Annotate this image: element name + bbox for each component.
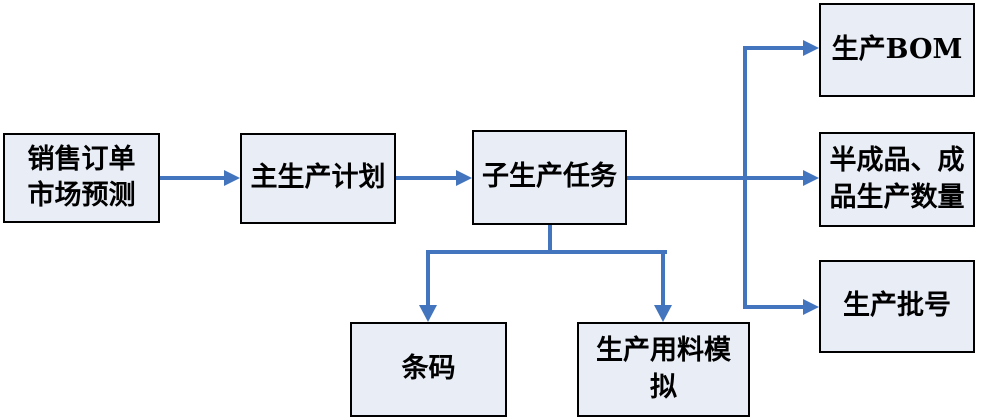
arrowhead-rail-to-batch [803, 299, 819, 315]
box-barcode-label: 条码 [401, 353, 456, 385]
arrowhead-branch-to-matsim [654, 305, 672, 322]
box-master-production-plan: 主生产计划 [240, 133, 396, 224]
connector-rail-to-batch-line [743, 305, 805, 309]
arrowhead-subtask-to-quantity [803, 170, 819, 186]
connector-sales-to-master-line [160, 176, 226, 180]
arrowhead-rail-to-bom [803, 40, 819, 56]
connector-subtask-to-quantity-line [627, 176, 805, 180]
box-sub-production-task-label: 子生产任务 [482, 161, 617, 193]
box-material-simulation-label: 生产用料模拟 [596, 335, 731, 403]
box-production-quantity-label: 半成品、成 品生产数量 [829, 145, 965, 213]
box-material-simulation: 生产用料模拟 [577, 322, 750, 417]
box-master-production-plan-label: 主生产计划 [250, 162, 386, 194]
arrowhead-sales-to-master [224, 170, 240, 186]
connector-rail-to-bom-line [743, 46, 805, 50]
box-sub-production-task: 子生产任务 [472, 130, 627, 225]
connector-subtask-down-stub [548, 225, 552, 254]
box-barcode: 条码 [350, 322, 507, 417]
box-sales-forecast: 销售订单 市场预测 [3, 133, 160, 223]
connector-branch-to-barcode-line [426, 250, 430, 306]
connector-right-rail [743, 46, 747, 309]
box-sales-forecast-label: 销售订单 市场预测 [27, 143, 136, 211]
box-production-bom: 生产BOM [819, 3, 975, 97]
box-production-batch-number: 生产批号 [819, 260, 975, 353]
arrowhead-branch-to-barcode [419, 305, 437, 322]
connector-bottom-rail [426, 250, 667, 254]
box-production-batch-number-label: 生产批号 [843, 290, 951, 322]
connector-branch-to-matsim-line [661, 250, 665, 306]
arrowhead-master-to-subtask [456, 170, 472, 186]
box-production-quantity: 半成品、成 品生产数量 [819, 132, 975, 227]
box-production-bom-label: 生产BOM [831, 33, 963, 65]
connector-master-to-subtask-line [396, 176, 458, 180]
